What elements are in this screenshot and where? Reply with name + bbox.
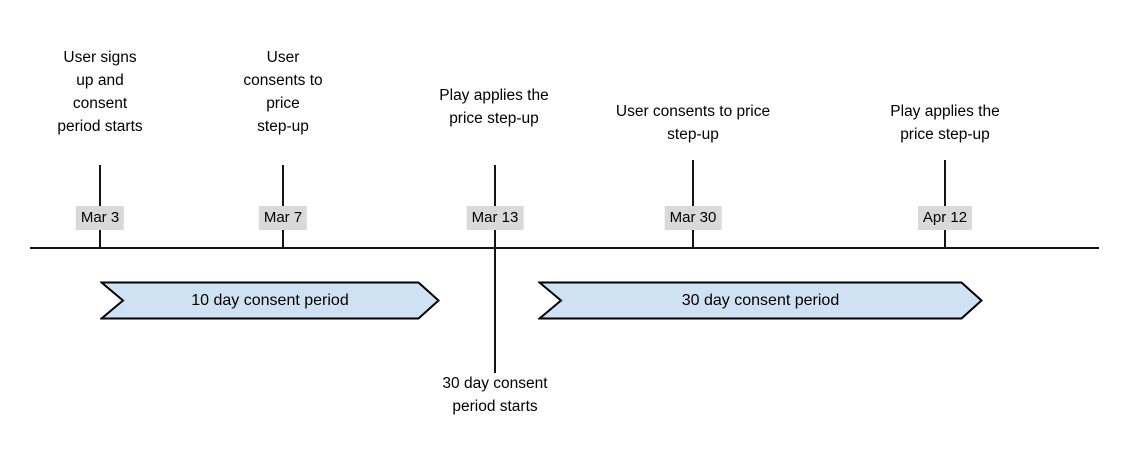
event-tick-line	[494, 165, 496, 373]
event-date-badge: Mar 30	[664, 206, 722, 230]
event-date-badge: Mar 7	[258, 206, 308, 230]
consent-period-banner-30day: 30 day consent period	[538, 281, 983, 320]
event-date-badge: Mar 3	[75, 206, 125, 230]
period-label: 10 day consent period	[191, 291, 349, 309]
event-tick-line	[692, 160, 694, 248]
event-description: Play applies the price step-up	[890, 103, 1000, 143]
chevron-arrow-shape	[538, 281, 983, 320]
chevron-arrow-shape	[100, 281, 440, 320]
chevron-polygon	[538, 281, 983, 320]
event-date-badge: Mar 13	[466, 206, 524, 230]
consent-start-callout: 30 day consent period starts	[442, 375, 548, 415]
timeline-axis	[30, 247, 1099, 249]
event-description: User consents to price step-up	[615, 103, 771, 143]
event-tick-line	[944, 160, 946, 248]
event-date-badge: Apr 12	[917, 206, 973, 230]
chevron-polygon	[100, 281, 440, 320]
event-description: Play applies the price step-up	[439, 87, 549, 127]
event-description: User consents to price step-up	[243, 49, 323, 135]
consent-period-banner-10day: 10 day consent period	[100, 281, 440, 320]
event-description: User signs up and consent period starts	[57, 49, 143, 135]
period-label: 30 day consent period	[681, 291, 840, 309]
